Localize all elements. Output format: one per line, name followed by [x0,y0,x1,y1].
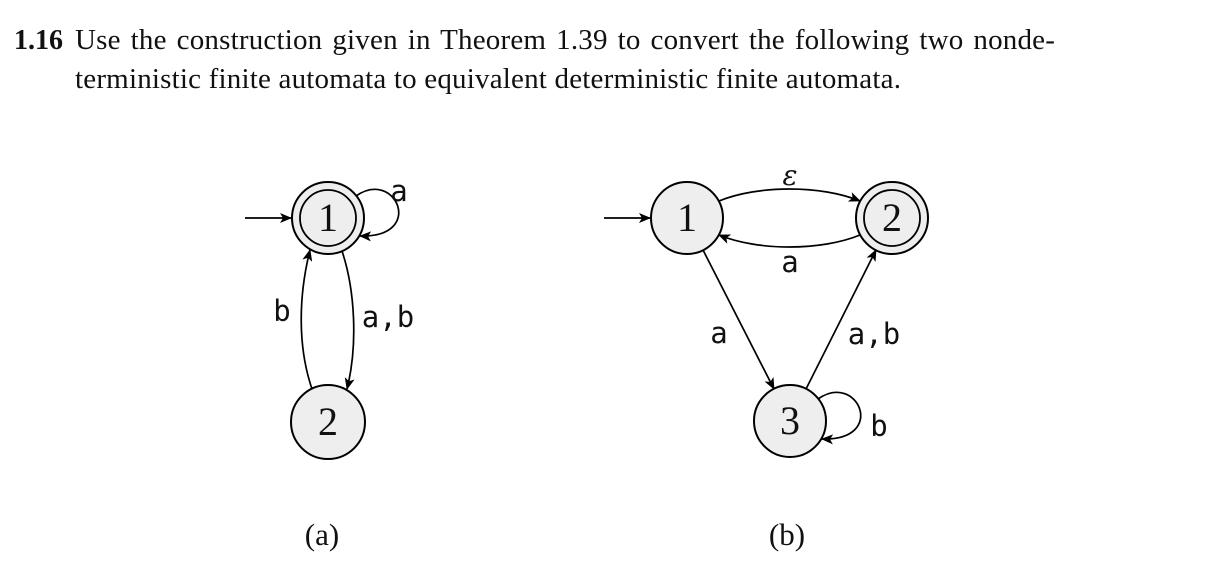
edge-label-a-top: a [781,245,798,279]
edge-2-to-1 [718,234,861,248]
edge-label-a-left: a [710,316,727,350]
edge-1-to-1-self-loop [355,188,400,242]
state-3-circle [753,384,827,458]
state-1-circle [650,181,724,255]
state-2-label: 2 [882,195,902,240]
edge-label-b: b [273,294,290,328]
edge-3-to-2 [805,249,877,390]
edge-1-to-2 [341,250,355,390]
edge-label-a-b: a,b [362,300,414,334]
edge-3-to-3-self-loop [817,391,862,445]
edge-label-epsilon: ε [782,159,797,192]
state-1-label: 1 [677,195,697,240]
state-3-label: 3 [780,398,800,443]
caption-b: (b) [769,517,805,552]
edge-label-a-b: a,b [848,317,900,351]
edge-label-b-loop: b [870,409,887,443]
edge-2-to-1 [300,249,313,390]
automaton-a: 1 2 a a,b b (a) [245,174,414,552]
automaton-b: 1 2 3 ε a a a,b b (b) [604,159,929,552]
state-2-outer-circle [855,181,929,255]
state-1-outer-circle [291,181,365,255]
edge-1-to-3 [702,249,775,390]
edge-label-self-loop-a: a [390,174,407,208]
problem-statement-line1: Use the construction given in Theorem 1.… [75,24,1056,56]
caption-a: (a) [305,517,339,552]
state-1-label: 1 [318,195,338,240]
state-1-accept-inner-circle [299,189,357,247]
edge-1-to-2-epsilon [718,188,861,202]
state-2-circle [290,384,366,460]
problem-statement: Use the construction given in Theorem 1.… [75,21,1055,99]
state-2-label: 2 [318,399,338,444]
problem-number: 1.16 [14,25,63,56]
problem-statement-line2: terministic finite automata to equivalen… [75,63,902,95]
state-2-accept-inner-circle [863,189,921,247]
